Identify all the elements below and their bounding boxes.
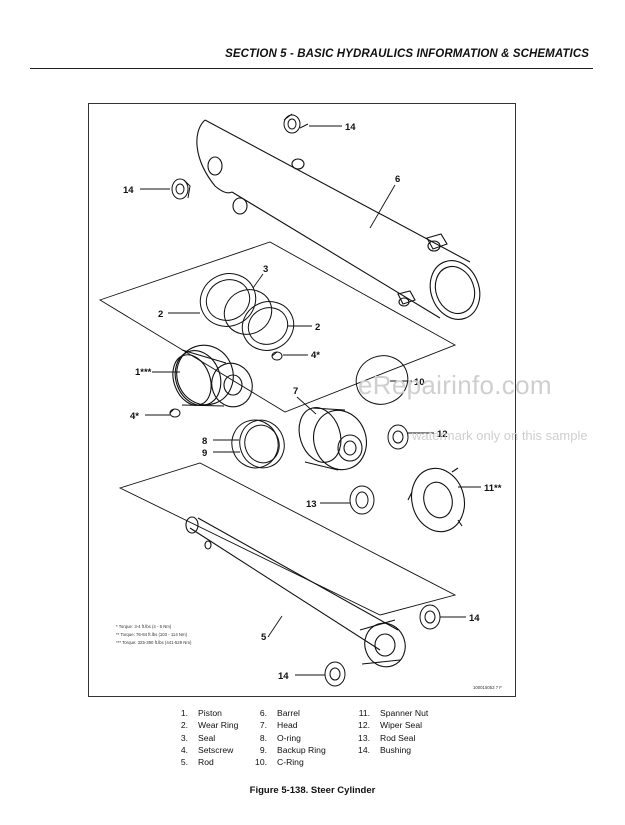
callout-12: 12 [437, 429, 448, 440]
barrel [196, 119, 481, 320]
leader-lines [140, 125, 481, 676]
rod-plane [118, 462, 457, 616]
legend-column-3: 11.Spanner Nut 12.Wiper Seal 13.Rod Seal… [354, 707, 428, 756]
legend-item: 8.O-ring [259, 732, 301, 743]
callout-9: 9 [202, 448, 207, 459]
legend-item: 13.Rod Seal [358, 732, 416, 743]
legend-item: 1.Piston [180, 708, 222, 718]
setscrew-top [271, 351, 283, 361]
wiper-seal [387, 424, 409, 450]
torque-note-2: ** Torque: 76-84 ft.lbs (103 - 114 Nm) [116, 632, 188, 637]
bushing-top [283, 113, 309, 134]
callout-14-rod-left: 14 [278, 671, 289, 682]
callout-1: 1*** [135, 367, 152, 378]
torque-note-1: * Torque: 3-4 ft.lbs (4 - 5 Nm) [116, 624, 172, 629]
legend-item: 4.Setscrew [180, 744, 234, 755]
torque-note-3: *** Torque: 325-390 ft.lbs (441-529 Nm) [116, 640, 192, 645]
section-title: SECTION 5 - BASIC HYDRAULICS INFORMATION… [225, 48, 589, 60]
callout-7: 7 [293, 386, 298, 397]
section-header: SECTION 5 - BASIC HYDRAULICS INFORMATION… [30, 42, 593, 69]
watermark-sub: watermark only on this sample [412, 428, 588, 443]
bushing-rod-left [324, 661, 346, 687]
legend-item: 6.Barrel [259, 708, 300, 718]
callout-6: 6 [395, 174, 400, 185]
callout-2-right: 2 [315, 322, 320, 333]
callout-8: 8 [202, 436, 207, 447]
legend-item: 14.Bushing [358, 744, 412, 755]
callout-5: 5 [261, 632, 267, 643]
callout-11: 11** [484, 483, 502, 494]
callout-labels: 14 6 14 3 2 2 4* 1*** 7 10 4* 12 8 9 11*… [123, 122, 502, 682]
callout-14-rod-right: 14 [469, 613, 480, 624]
wear-ring-right [241, 301, 295, 351]
piston [172, 344, 253, 408]
callout-4-left: 4* [130, 411, 139, 422]
watermark-main: eRepairinfo.com [358, 370, 552, 400]
o-ring-backup [231, 419, 285, 469]
legend-item: 10.C-Ring [255, 757, 304, 768]
bushing-rod-right [419, 604, 441, 630]
callout-4-top: 4* [311, 350, 320, 361]
diagram-frame [88, 103, 516, 697]
bushing-left [171, 178, 191, 200]
head [298, 407, 367, 471]
rod [185, 516, 406, 668]
c-ring [355, 355, 409, 405]
legend-item: 12.Wiper Seal [358, 720, 423, 731]
legend-item: 5.Rod [180, 757, 214, 768]
callout-10: 10 [414, 377, 425, 388]
setscrew-left [169, 408, 181, 418]
drawing-id: 100015053 7 F [473, 685, 502, 690]
legend-item: 11.Spanner Nut [358, 708, 429, 718]
callout-13: 13 [306, 499, 317, 510]
legend-item: 2.Wear Ring [180, 720, 239, 731]
legend-item: 9.Backup Ring [259, 744, 326, 755]
callout-14-top: 14 [345, 122, 356, 133]
torque-notes: * Torque: 3-4 ft.lbs (4 - 5 Nm) ** Torqu… [116, 624, 192, 645]
callout-14-left: 14 [123, 185, 134, 196]
legend-column-1: 1.Piston 2.Wear Ring 3.Seal 4.Setscrew 5… [176, 707, 239, 768]
legend-item: 7.Head [259, 720, 298, 731]
spanner-nut [407, 467, 465, 533]
rod-seal [349, 485, 375, 515]
head-piston-plane [98, 241, 457, 413]
figure-caption: Figure 5-138. Steer Cylinder [249, 785, 376, 796]
callout-3: 3 [263, 264, 268, 275]
callout-2-left: 2 [158, 309, 163, 320]
legend-column-2: 6.Barrel 7.Head 8.O-ring 9.Backup Ring 1… [253, 707, 326, 768]
legend-item: 3.Seal [180, 732, 216, 743]
